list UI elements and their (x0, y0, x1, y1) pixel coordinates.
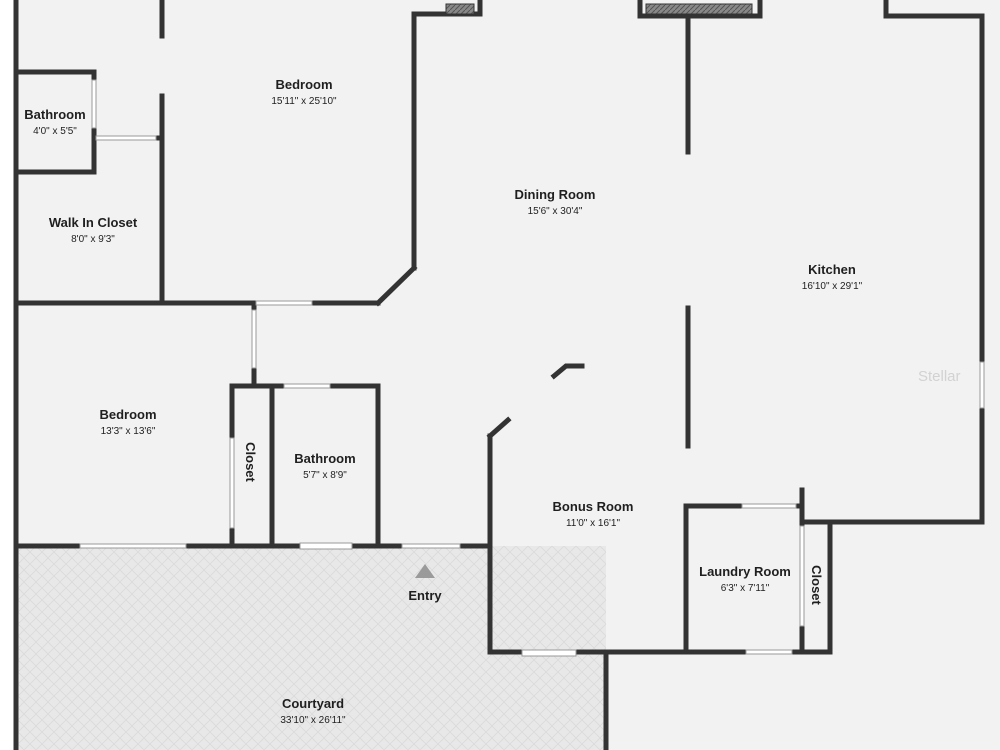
room-dims: 15'11" x 25'10" (271, 96, 337, 107)
room-bedroom-top: Bedroom 15'11" x 25'10" (271, 77, 337, 107)
room-dims: 11'0" x 16'1" (566, 518, 621, 529)
room-dims: 6'3" x 7'11" (721, 583, 770, 594)
room-laundry-room: Laundry Room 6'3" x 7'11" (699, 564, 791, 594)
room-kitchen: Kitchen 16'10" x 29'1" (802, 262, 863, 292)
room-name: Dining Room (515, 187, 596, 202)
room-name: Kitchen (808, 262, 856, 277)
room-bedroom-left: Bedroom 13'3" x 13'6" (99, 407, 156, 437)
room-courtyard: Courtyard 33'10" x 26'11" (280, 696, 346, 726)
room-closet-left: Closet (243, 442, 258, 482)
room-name: Courtyard (282, 696, 344, 711)
room-name: Closet (243, 442, 258, 482)
top-feature-hatch-2 (645, 3, 753, 15)
room-dims: 8'0" x 9'3" (71, 234, 115, 245)
room-name: Walk In Closet (49, 215, 138, 230)
room-walk-in-closet: Walk In Closet 8'0" x 9'3" (49, 215, 138, 245)
room-closet-right: Closet (809, 565, 824, 605)
room-name: Bonus Room (553, 499, 634, 514)
windows (79, 79, 985, 657)
room-bathroom-small: Bathroom 4'0" x 5'5" (24, 107, 85, 137)
entry-arrow-icon (415, 564, 435, 578)
room-dims: 13'3" x 13'6" (101, 426, 156, 437)
watermark: Stellar (918, 368, 961, 385)
room-name: Bathroom (24, 107, 85, 122)
room-dims: 33'10" x 26'11" (280, 715, 346, 726)
top-feature-hatch-1 (445, 3, 475, 15)
room-dims: 15'6" x 30'4" (528, 206, 583, 217)
room-dims: 4'0" x 5'5" (33, 126, 77, 137)
room-bonus-room: Bonus Room 11'0" x 16'1" (553, 499, 634, 529)
room-dims: 16'10" x 29'1" (802, 281, 863, 292)
room-name: Bedroom (275, 77, 332, 92)
walls (13, 0, 985, 750)
room-dims: 5'7" x 8'9" (303, 470, 347, 481)
room-bathroom-mid: Bathroom 5'7" x 8'9" (294, 451, 355, 481)
room-name: Laundry Room (699, 564, 791, 579)
entry-label: Entry (408, 588, 442, 603)
room-name: Bedroom (99, 407, 156, 422)
room-name: Bathroom (294, 451, 355, 466)
room-name: Closet (809, 565, 824, 605)
room-dining-room: Dining Room 15'6" x 30'4" (515, 187, 596, 217)
